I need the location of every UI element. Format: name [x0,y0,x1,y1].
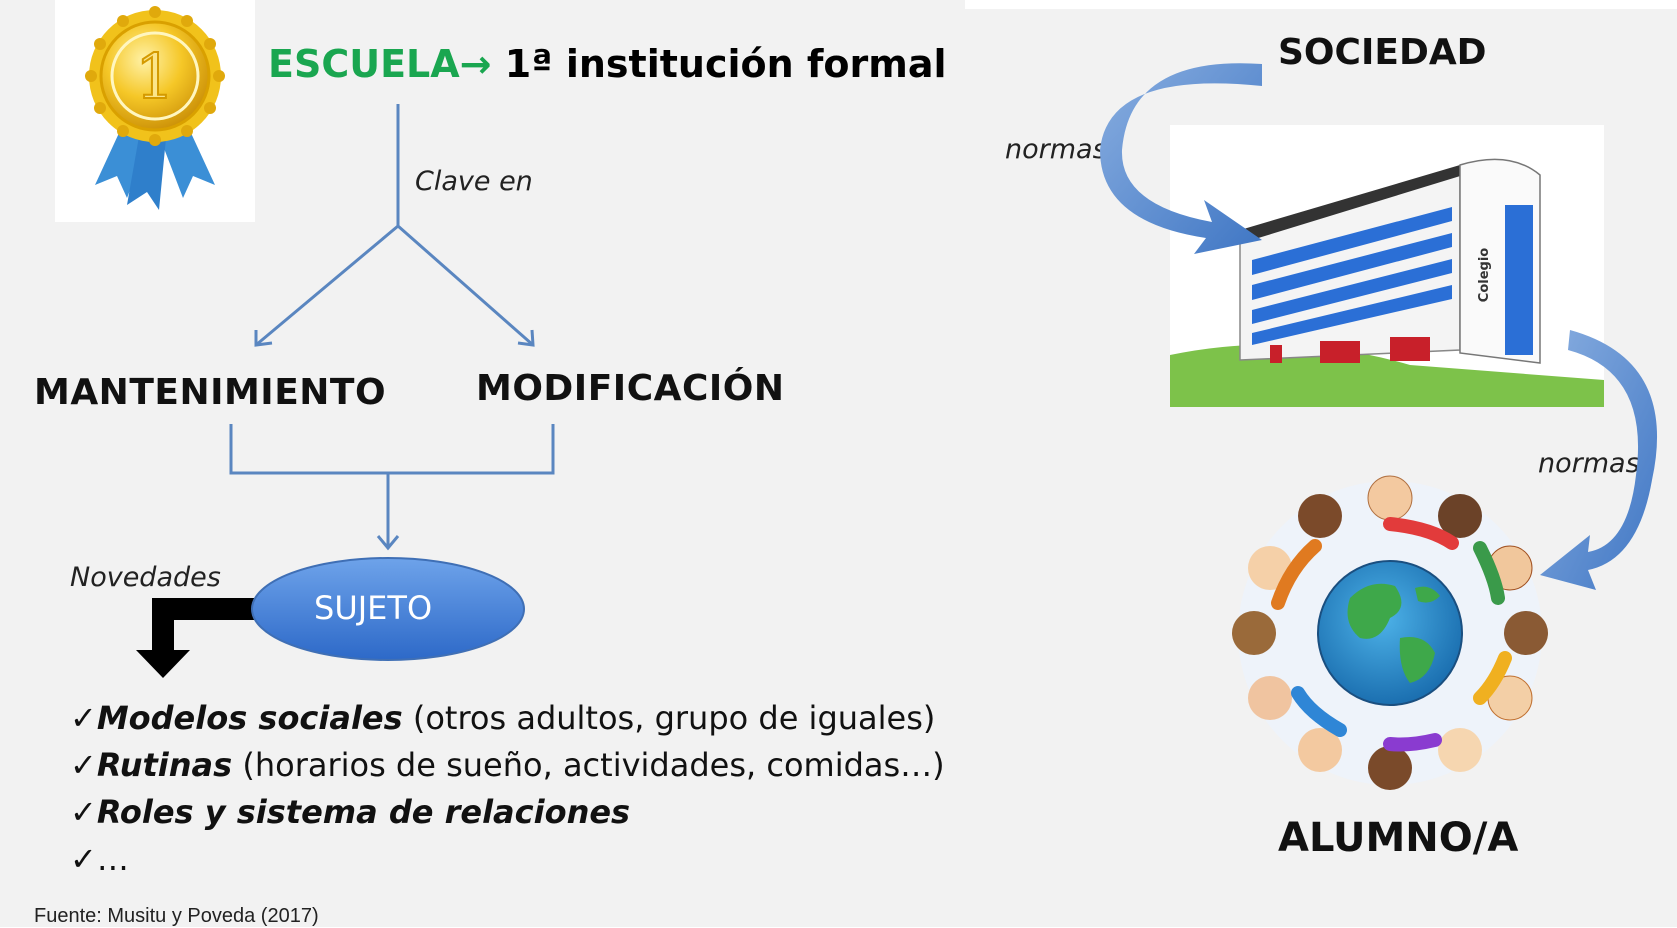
medal-icon: 1 [55,0,255,222]
title: ESCUELA→ 1ª institución formal [268,42,947,86]
list-item-bold: Rutinas [96,746,233,784]
title-rest: 1ª institución formal [504,42,947,86]
list-item: ✓Roles y sistema de relaciones [70,793,630,831]
list-item-text: … [96,840,129,878]
building-sign: Colegio [1477,248,1492,303]
title-arrow: → [459,42,492,86]
list-item-text: (otros adultos, grupo de iguales) [402,699,936,737]
clave-label: Clave en [415,166,533,197]
check-icon: ✓ [70,840,97,878]
check-icon: ✓ [70,793,97,831]
novedades-label: Novedades [70,562,221,593]
list-item: ✓Modelos sociales (otros adultos, grupo … [70,699,935,737]
list-item-bold: Roles y sistema de relaciones [96,793,631,831]
sujeto-label: SUJETO [314,589,433,627]
sociedad-label: SOCIEDAD [1278,32,1487,73]
normas-top-label: normas [1005,134,1107,165]
building-icon: Colegio [1170,125,1604,407]
bent-arrow-icon [136,598,265,678]
alumno-label: ALUMNO/A [1278,815,1519,861]
modificacion-label: MODIFICACIÓN [476,368,785,409]
left-connectors [136,104,555,678]
sujeto-ellipse [251,557,525,661]
source-citation: Fuente: Musitu y Poveda (2017) [34,905,319,927]
check-icon: ✓ [70,746,97,784]
check-icon: ✓ [70,699,97,737]
list-item: ✓Rutinas (horarios de sueño, actividades… [70,746,945,784]
list-item: ✓… [70,840,129,878]
curved-arrow-icon [1540,330,1658,590]
children-globe-icon [1232,475,1548,790]
normas-bottom-label: normas [1538,448,1640,479]
list-item-text: (horarios de sueño, actividades, comidas… [232,746,945,784]
title-escuela: ESCUELA [268,42,460,86]
curved-arrow-icon [1100,63,1262,254]
medal-number: 1 [135,40,174,113]
list-item-bold: Modelos sociales [96,699,403,737]
mantenimiento-label: MANTENIMIENTO [34,372,387,413]
